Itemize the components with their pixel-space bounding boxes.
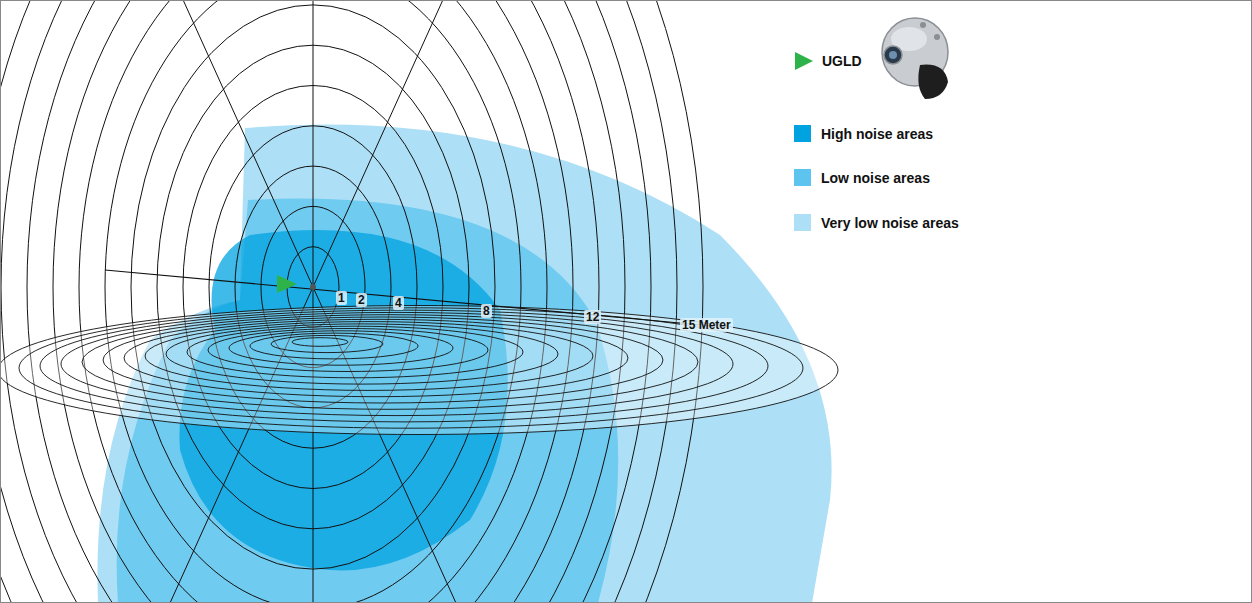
legend-entry: UGLD [794, 52, 862, 70]
distance-label: 1 [336, 291, 347, 305]
horizontal-range-ring [124, 319, 628, 396]
legend-text: UGLD [822, 53, 862, 69]
horizontal-range-ring [292, 338, 348, 347]
ugld-device-icon [882, 18, 948, 99]
coverage-zones [1, 1, 838, 602]
horizontal-range-ring [1, 306, 838, 435]
horizontal-range-ring [40, 310, 768, 422]
horizontal-range-ring [82, 315, 698, 410]
legend-swatch [794, 169, 811, 186]
distance-label: 8 [481, 304, 492, 318]
horizontal-range-grid [1, 306, 838, 435]
legend-text: Very low noise areas [821, 215, 959, 231]
horizontal-range-ring [145, 322, 593, 391]
axis-origin [310, 284, 316, 290]
horizontal-range-ring [103, 317, 663, 403]
vertical-range-ring [1, 1, 703, 602]
horizontal-range-ring [229, 331, 453, 365]
horizontal-range-disc [1, 306, 838, 435]
distance-label: 15 Meter [680, 318, 733, 332]
horizontal-range-ring [208, 329, 488, 372]
distance-label: 12 [584, 310, 601, 324]
legend-swatch [794, 125, 811, 142]
vertical-range-spoke [313, 1, 314, 602]
legend-marker [794, 52, 813, 70]
horizontal-range-ring [61, 312, 733, 415]
ugld-marker [277, 275, 297, 293]
horizontal-range-ring [187, 326, 523, 378]
range-axis [105, 270, 712, 326]
vertical-range-ring [1, 1, 651, 602]
legend-entry: Low noise areas [794, 169, 930, 186]
vertical-range-ring [1, 1, 677, 602]
distance-label: 4 [393, 296, 404, 310]
horizontal-range-ring [250, 333, 418, 359]
legend-swatch [794, 214, 811, 231]
vertical-range-grid [1, 1, 703, 602]
legend-text: High noise areas [821, 126, 933, 142]
horizontal-range-ring [271, 335, 383, 352]
distance-label: 2 [356, 293, 367, 307]
ugld-triangle [795, 52, 813, 70]
horizontal-range-ring [19, 308, 803, 428]
legend-entry: Very low noise areas [794, 214, 959, 231]
legend-entry: High noise areas [794, 125, 933, 142]
legend-text: Low noise areas [821, 170, 930, 186]
horizontal-range-ring [166, 324, 558, 384]
